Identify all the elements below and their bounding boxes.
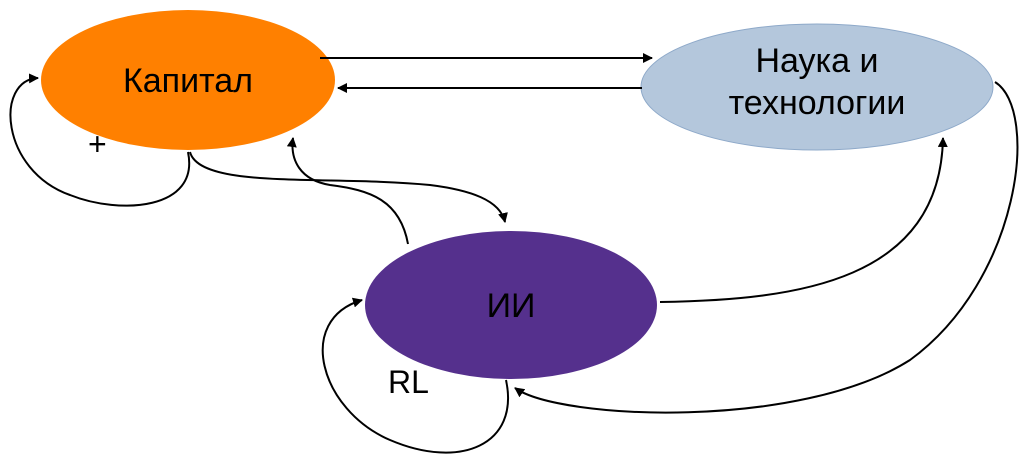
node-science-label-line1: Наука и — [755, 42, 878, 80]
node-ai[interactable]: ИИ — [365, 231, 657, 379]
edge-label-ai-loop: RL — [388, 364, 429, 400]
edge-capital-to-ai — [189, 151, 508, 223]
edge-ai-to-capital — [286, 137, 409, 245]
node-ai-shape — [365, 231, 657, 379]
edge-ai-self-loop — [321, 297, 509, 454]
edge-label-capital-loop: + — [88, 126, 107, 162]
edge-capital-self-loop — [9, 73, 191, 207]
node-science-label-line2: технологии — [729, 84, 906, 122]
node-capital-shape — [41, 10, 335, 150]
edge-science-to-ai — [514, 81, 1019, 414]
node-science[interactable]: Наука и технологии — [640, 23, 994, 151]
node-capital-label: Капитал — [123, 62, 253, 100]
edge-ai-to-science — [659, 137, 948, 303]
node-capital[interactable]: Капитал — [41, 10, 335, 150]
node-ai-label: ИИ — [487, 287, 536, 325]
